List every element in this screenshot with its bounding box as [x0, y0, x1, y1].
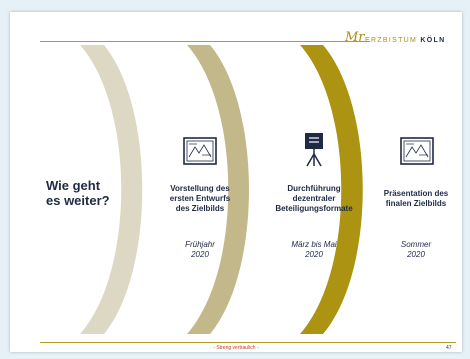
step-1-date: Frühjahr 2020: [185, 240, 215, 259]
step-3-date: Sommer 2020: [400, 240, 432, 259]
erzbistum-logo: Mr ERZBISTUM KÖLN: [345, 30, 455, 50]
framed-plan-icon: [183, 137, 217, 165]
page-title: Wie geht es weiter?: [46, 178, 110, 208]
page-number: 47: [446, 345, 452, 351]
header-rule: [40, 41, 370, 42]
arc-2: [187, 45, 249, 334]
step-2-label: Durchführung dezentraler Beteiligungsfor…: [275, 184, 353, 213]
arc-decoration: [80, 45, 363, 334]
logo-text: ERZBISTUM KÖLN: [365, 37, 446, 44]
slide: Mr ERZBISTUM KÖLN Wie geht es weiter? Vo…: [10, 12, 462, 352]
footer-rule: [40, 342, 456, 343]
framed-plan-icon: [400, 137, 434, 165]
step-1-label: Vorstellung des ersten Entwurfs des Ziel…: [169, 184, 231, 213]
presentation-easel-icon: [305, 133, 323, 167]
confidentiality-note: - Streng vertraulich -: [213, 345, 259, 351]
step-2-date: März bis Mai 2020: [291, 240, 337, 259]
arc-1: [80, 45, 143, 334]
step-3-label: Präsentation des finalen Zielbilds: [383, 189, 449, 208]
logo-signature: Mr: [345, 30, 365, 45]
arc-3: [300, 45, 363, 334]
